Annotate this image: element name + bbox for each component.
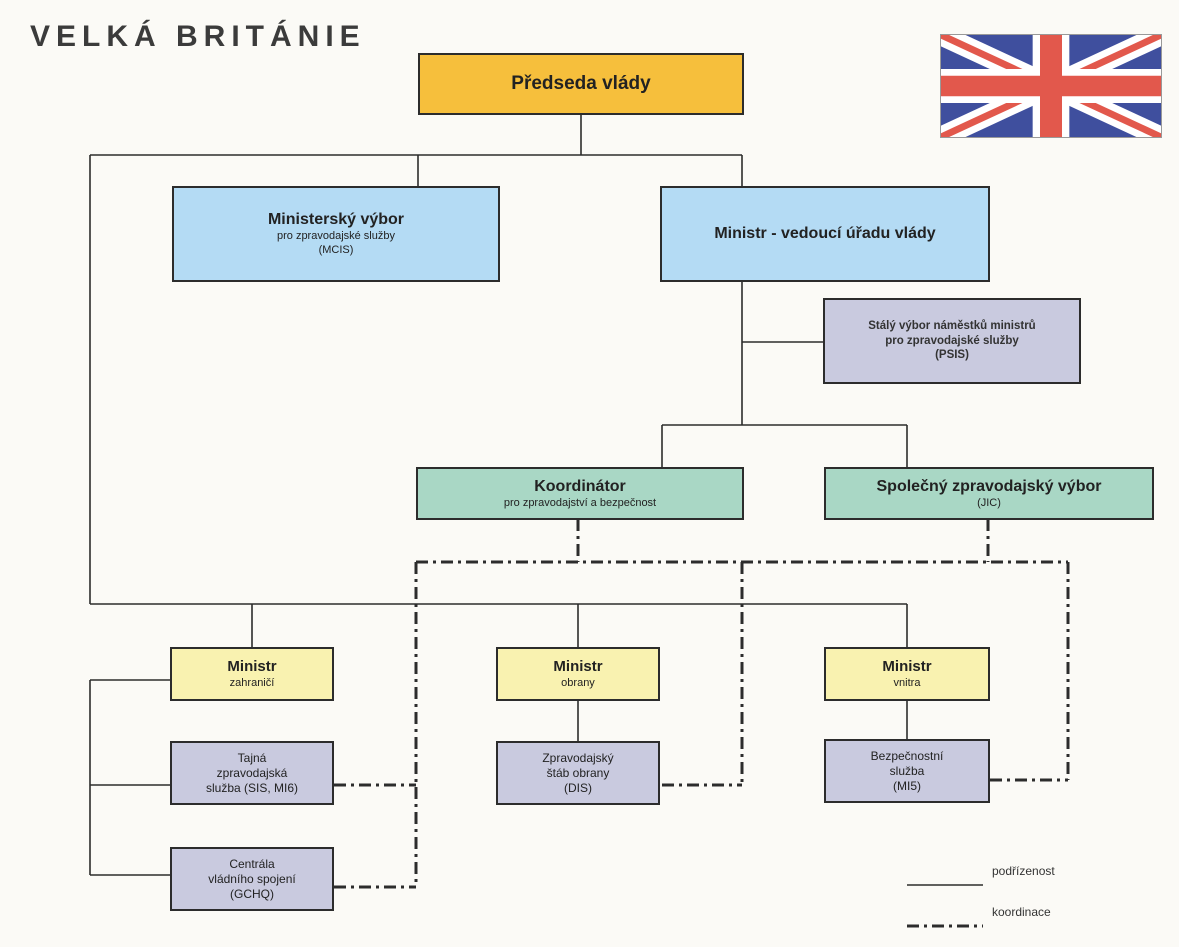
legend-subordination-label: podřízenost: [992, 864, 1055, 878]
coordinator-line1: pro zpravodajství a bezpečnost: [503, 496, 657, 509]
coordinator-box: Koordinátor pro zpravodajství a bezpečno…: [416, 467, 744, 520]
psis-line2: pro zpravodajské služby: [885, 334, 1019, 347]
gchq-line2: vládního spojení: [208, 871, 296, 886]
sis-box: Tajná zpravodajská služba (SIS, MI6): [170, 741, 334, 805]
jic-line1: (JIC): [977, 496, 1001, 509]
mi5-box: Bezpečnostní služba (MI5): [824, 739, 990, 803]
dis-line1: Zpravodajský: [542, 750, 614, 765]
cabinet-office-minister-box: Ministr - vedoucí úřadu vlády: [660, 186, 990, 282]
subordination-lines: [89, 114, 983, 886]
psis-line3: (PSIS): [935, 349, 969, 362]
interior-minister-title: Ministr: [882, 657, 932, 675]
foreign-minister-box: Ministr zahraničí: [170, 647, 334, 701]
mcis-title: Ministerský výbor: [267, 211, 405, 229]
prime-minister-label: Předseda vlády: [511, 73, 651, 95]
coordination-lines: [334, 519, 1070, 928]
gchq-box: Centrála vládního spojení (GCHQ): [170, 847, 334, 911]
defence-minister-box: Ministr obrany: [496, 647, 660, 701]
dis-line3: (DIS): [564, 780, 592, 795]
mcis-line2: (MCIS): [318, 244, 354, 256]
jic-title: Společný zpravodajský výbor: [876, 477, 1102, 495]
interior-minister-box: Ministr vnitra: [824, 647, 990, 701]
interior-minister-line1: vnitra: [893, 676, 921, 689]
prime-minister-box: Předseda vlády: [418, 53, 744, 115]
mi5-line1: Bezpečnostní: [870, 748, 944, 763]
foreign-minister-line1: zahraničí: [229, 676, 275, 689]
psis-box: Stálý výbor náměstků ministrů pro zpravo…: [823, 298, 1081, 384]
cabinet-office-minister-label: Ministr - vedoucí úřadu vlády: [714, 225, 936, 242]
dis-box: Zpravodajský štáb obrany (DIS): [496, 741, 660, 805]
sis-line3: služba (SIS, MI6): [205, 780, 299, 795]
jic-box: Společný zpravodajský výbor (JIC): [824, 467, 1154, 520]
mi5-line3: (MI5): [893, 778, 921, 793]
foreign-minister-title: Ministr: [227, 657, 277, 675]
sis-line1: Tajná: [237, 750, 267, 765]
gchq-line1: Centrála: [229, 856, 275, 871]
page-title: VELKÁ BRITÁNIE: [30, 20, 366, 53]
mcis-line1: pro zpravodajské služby: [276, 230, 395, 243]
legend-coordination-label: koordinace: [992, 905, 1051, 919]
mcis-box: Ministerský výbor pro zpravodajské služb…: [172, 186, 500, 282]
coordinator-title: Koordinátor: [534, 477, 626, 495]
sis-line2: zpravodajská: [216, 765, 288, 780]
defence-minister-title: Ministr: [553, 657, 603, 675]
dis-line2: štáb obrany: [546, 765, 610, 780]
gchq-line3: (GCHQ): [230, 886, 274, 901]
defence-minister-line1: obrany: [561, 676, 595, 689]
psis-line1: Stálý výbor náměstků ministrů: [868, 320, 1036, 333]
union-jack-flag-icon: [940, 34, 1162, 138]
mi5-line2: služba: [889, 763, 925, 778]
